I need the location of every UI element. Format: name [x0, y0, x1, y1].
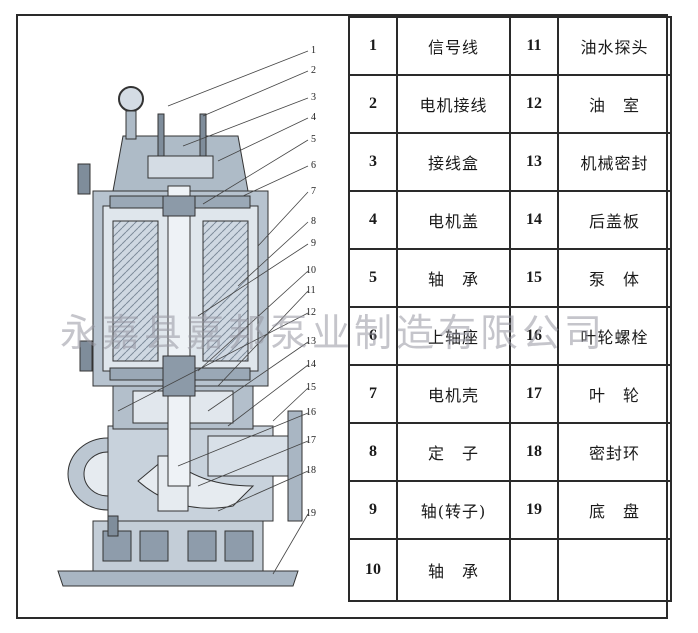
legend-number	[509, 538, 559, 602]
callout-5: 5	[311, 134, 316, 145]
legend-part-name: 泵 体	[557, 248, 672, 308]
base-plate	[57, 520, 299, 587]
legend-number: 19	[509, 480, 559, 540]
pump-cross-section-diagram: 1 2 3 4 5 6 7 8 9 10 11 12 13 14 15 16 1…	[57, 45, 316, 587]
legend-part-name: 电机壳	[396, 364, 511, 424]
parts-legend-table: 1 信号线 11 油水探头 2 电机接线 12 油 室 3 接线盒 13 机械密…	[348, 16, 672, 602]
legend-number: 16	[509, 306, 559, 366]
legend-part-name: 信号线	[396, 16, 511, 76]
legend-row: 6 上轴座 16 叶轮螺栓	[348, 306, 672, 366]
callout-numbers: 1 2 3 4 5 6 7 8 9 10 11 12 13 14 15 16 1…	[306, 45, 316, 519]
legend-row: 10 轴 承	[348, 538, 672, 602]
legend-number: 4	[348, 190, 398, 250]
callout-11: 11	[306, 285, 316, 296]
legend-part-name: 油 室	[557, 74, 672, 134]
legend-number: 18	[509, 422, 559, 482]
legend-number: 5	[348, 248, 398, 308]
callout-leaders	[117, 50, 309, 575]
callout-13: 13	[306, 336, 316, 347]
legend-part-name	[557, 538, 672, 602]
legend-part-name: 上轴座	[396, 306, 511, 366]
legend-number: 7	[348, 364, 398, 424]
legend-part-name: 油水探头	[557, 16, 672, 76]
callout-8: 8	[311, 216, 316, 227]
legend-number: 9	[348, 480, 398, 540]
legend-number: 12	[509, 74, 559, 134]
legend-number: 13	[509, 132, 559, 192]
legend-row: 8 定 子 18 密封环	[348, 422, 672, 482]
legend-row: 9 轴(转子) 19 底 盘	[348, 480, 672, 540]
motor-shaft	[162, 185, 196, 487]
legend-number: 8	[348, 422, 398, 482]
callout-14: 14	[306, 359, 316, 370]
callout-16: 16	[306, 407, 316, 418]
legend-part-name: 机械密封	[557, 132, 672, 192]
legend-number: 17	[509, 364, 559, 424]
callout-1: 1	[311, 45, 316, 56]
legend-number: 6	[348, 306, 398, 366]
legend-number: 1	[348, 16, 398, 76]
legend-number: 15	[509, 248, 559, 308]
legend-row: 4 电机盖 14 后盖板	[348, 190, 672, 250]
legend-part-name: 电机盖	[396, 190, 511, 250]
callout-18: 18	[306, 465, 316, 476]
callout-15: 15	[306, 382, 316, 393]
legend-row: 2 电机接线 12 油 室	[348, 74, 672, 134]
legend-number: 11	[509, 16, 559, 76]
legend-part-name: 电机接线	[396, 74, 511, 134]
legend-part-name: 接线盒	[396, 132, 511, 192]
legend-part-name: 叶轮螺栓	[557, 306, 672, 366]
callout-4: 4	[311, 112, 316, 123]
legend-row: 5 轴 承 15 泵 体	[348, 248, 672, 308]
legend-part-name: 定 子	[396, 422, 511, 482]
legend-part-name: 叶 轮	[557, 364, 672, 424]
callout-2: 2	[311, 65, 316, 76]
legend-row: 7 电机壳 17 叶 轮	[348, 364, 672, 424]
callout-9: 9	[311, 238, 316, 249]
legend-part-name: 底 盘	[557, 480, 672, 540]
legend-number: 14	[509, 190, 559, 250]
legend-number: 10	[348, 538, 398, 602]
legend-part-name: 轴 承	[396, 248, 511, 308]
legend-number: 2	[348, 74, 398, 134]
legend-part-name: 轴(转子)	[396, 480, 511, 540]
legend-row: 3 接线盒 13 机械密封	[348, 132, 672, 192]
legend-row: 1 信号线 11 油水探头	[348, 16, 672, 76]
callout-6: 6	[311, 160, 316, 171]
callout-12: 12	[306, 307, 316, 318]
legend-part-name: 密封环	[557, 422, 672, 482]
side-bolts	[77, 163, 119, 537]
legend-part-name: 后盖板	[557, 190, 672, 250]
callout-3: 3	[311, 92, 316, 103]
legend-number: 3	[348, 132, 398, 192]
callout-7: 7	[311, 186, 316, 197]
callout-17: 17	[306, 435, 316, 446]
legend-part-name: 轴 承	[396, 538, 511, 602]
motor-cover	[112, 86, 249, 192]
callout-10: 10	[306, 265, 316, 276]
callout-19: 19	[306, 508, 316, 519]
